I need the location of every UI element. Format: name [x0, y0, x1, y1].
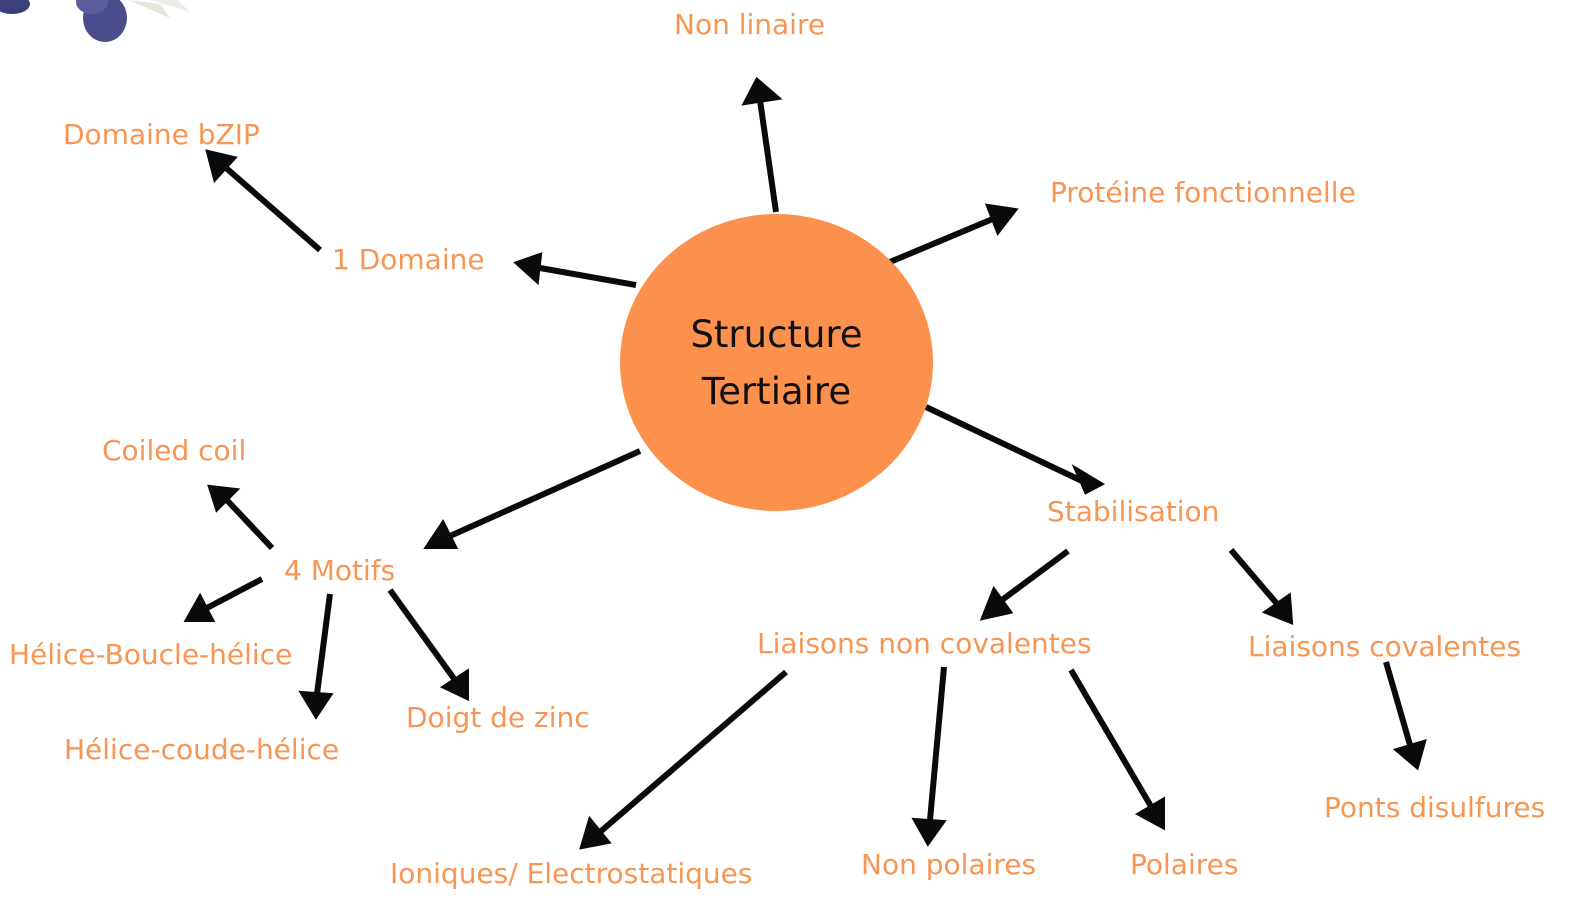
central-node-label: Structure Tertiaire [620, 306, 933, 420]
node-doigt-de-zinc: Doigt de zinc [406, 701, 590, 734]
node-1-domaine: 1 Domaine [332, 243, 485, 276]
arrow-to-domaine-bzip [205, 149, 322, 253]
arrow-to-ponts-disulfures [1383, 661, 1427, 771]
arrow-to-liaisons-non-covalentes [979, 548, 1070, 621]
arrow-to-non-polaires [911, 666, 947, 847]
arrow-to-stabilisation [924, 404, 1106, 495]
central-node-line-2: Tertiaire [701, 370, 852, 413]
node-coiled-coil: Coiled coil [102, 434, 247, 467]
node-proteine-fonctionnelle: Protéine fonctionnelle [1050, 176, 1356, 209]
node-ioniques-electrostatiques: Ioniques/ Electrostatiques [390, 857, 753, 890]
arrow-to-ioniques-electrostatiques [579, 669, 788, 850]
central-node-circle [620, 214, 933, 511]
arrow-to-1-domaine [513, 252, 637, 288]
node-liaisons-non-covalentes: Liaisons non covalentes [757, 627, 1092, 660]
node-stabilisation: Stabilisation [1047, 495, 1220, 528]
node-non-linaire: Non linaire [674, 8, 826, 41]
arrow-to-polaires [1068, 668, 1165, 831]
node-non-polaires: Non polaires [861, 848, 1037, 881]
arrow-to-proteine-fonctionnelle [888, 203, 1019, 265]
flower-decoration-icon [0, 0, 190, 42]
node-liaisons-covalentes: Liaisons covalentes [1248, 630, 1522, 663]
arrow-to-helice-boucle-helice [183, 576, 264, 622]
arrow-to-doigt-de-zinc [387, 588, 469, 702]
arrow-to-non-linaire [741, 76, 783, 213]
arrow-to-coiled-coil [207, 484, 275, 551]
central-node-line-1: Structure [690, 313, 863, 356]
node-ponts-disulfures: Ponts disulfures [1324, 791, 1546, 824]
arrow-to-4-motifs [423, 448, 642, 549]
arrow-to-liaisons-covalentes [1228, 548, 1294, 626]
arrow-to-helice-coude-helice [298, 593, 334, 720]
node-helice-boucle-helice: Hélice-Boucle-hélice [9, 638, 293, 671]
node-helice-coude-helice: Hélice-coude-hélice [64, 733, 340, 766]
node-domaine-bzip: Domaine bZIP [63, 118, 260, 151]
node-polaires: Polaires [1130, 848, 1239, 881]
node-4-motifs: 4 Motifs [284, 554, 396, 587]
